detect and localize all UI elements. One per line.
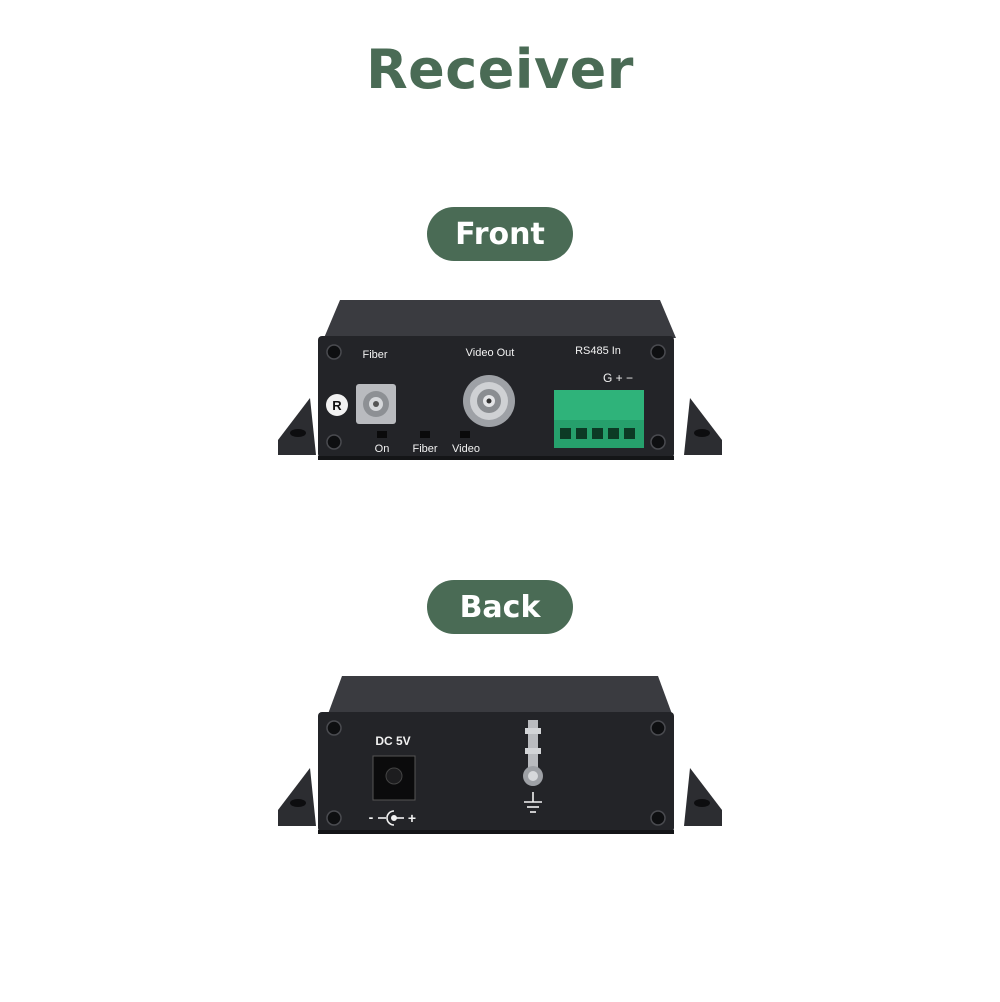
fiber-r-mark: [326, 394, 348, 416]
led-fiber-label: Fiber: [412, 443, 437, 455]
back-view-label: Back: [427, 580, 573, 634]
polarity-minus: -: [369, 809, 374, 825]
fiber-r-mark-letter: R: [332, 398, 342, 413]
ground-screw: [523, 720, 543, 786]
back-face: [318, 712, 674, 832]
receiver-back-panel: DC 5V - +: [278, 676, 722, 834]
mounting-flange-right: [684, 768, 722, 826]
front-view-label-text: Front: [455, 216, 545, 252]
polarity-symbol-icon: [378, 810, 404, 826]
rs485-label: RS485 In: [575, 345, 621, 357]
mounting-flange-left: [278, 398, 316, 455]
led-video-indicator: [460, 431, 470, 438]
mounting-flange-right: [684, 398, 722, 455]
page-title: Receiver: [366, 38, 634, 101]
ground-symbol-icon: [524, 792, 542, 813]
mounting-flange-left: [278, 768, 316, 826]
fiber-label: Fiber: [362, 349, 387, 361]
rs485-pin-labels: G + −: [603, 371, 633, 385]
power-label: DC 5V: [375, 734, 410, 748]
led-on-label: On: [375, 443, 390, 455]
housing-top: [328, 676, 672, 714]
receiver-front-panel: Fiber Video Out RS485 In G + − R On Fibe…: [278, 300, 722, 460]
front-view-label: Front: [427, 207, 573, 261]
rs485-terminal-block: [554, 390, 644, 448]
led-fiber-indicator: [420, 431, 430, 438]
polarity-plus: +: [408, 810, 416, 826]
video-out-label: Video Out: [466, 347, 515, 359]
back-view-label-text: Back: [459, 589, 541, 625]
led-video-label: Video: [452, 443, 480, 455]
led-on-indicator: [377, 431, 387, 438]
housing-top: [324, 300, 676, 338]
